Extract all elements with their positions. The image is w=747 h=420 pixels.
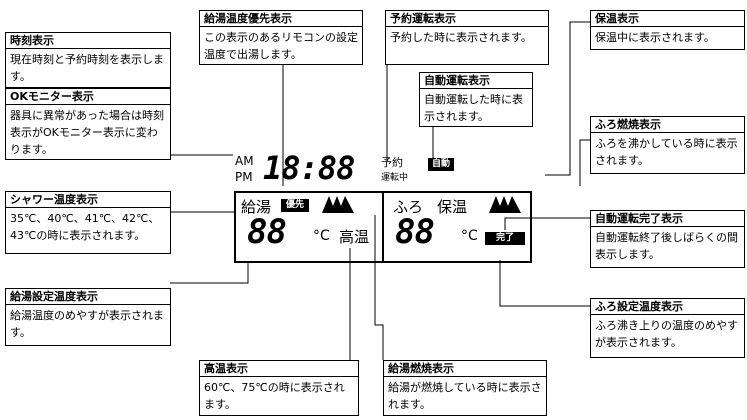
callout-clock-body: 現在時刻と予約時刻を表示します。 [10, 53, 164, 83]
callout-auto-complete-title: 自動運転完了表示 [591, 211, 744, 227]
callout-ok-monitor-title: OKモニター表示 [6, 89, 170, 105]
am-label: AM [235, 154, 254, 168]
koon-label: 高温 [339, 228, 370, 246]
callout-reservation-body: 予約した時に表示されます。 [390, 31, 532, 44]
callout-supply-temp-setting-title: 給湯設定温度表示 [6, 289, 170, 305]
callout-high-temp: 高温表示 60℃、75℃の時に表示されます。 [199, 360, 359, 416]
bath-unit: °C [461, 228, 478, 244]
lcd-frame [234, 191, 532, 263]
callout-shower-title: シャワー温度表示 [6, 192, 170, 208]
callout-clock: 時刻表示 現在時刻と予約時刻を表示します。 [5, 32, 171, 88]
callout-auto-run-body: 自動運転した時に表示されます。 [424, 93, 523, 123]
callout-auto-complete-body: 自動運転終了後しばらくの間表示します。 [595, 231, 738, 261]
furo-label: ふろ [393, 198, 424, 216]
callout-auto-run: 自動運転表示 自動運転した時に表示されます。 [419, 72, 533, 127]
callout-bath-temp-setting-body: ふろ沸き上りの温度のめやすが表示されます。 [595, 319, 738, 349]
lcd-display: AM PM 18:88 予約 運転中 自動 給湯 優先 88 °C 高温 ふろ … [233, 150, 533, 265]
pm-label: PM [235, 170, 253, 184]
callout-supply-temp-setting: 給湯設定温度表示 給湯温度のめやすが表示されます。 [5, 288, 171, 346]
bath-burner-icon [489, 196, 521, 213]
time-digits: 18:88 [263, 149, 355, 187]
callout-keep-warm-body: 保温中に表示されます。 [595, 31, 715, 44]
yusen-badge: 優先 [281, 199, 309, 212]
callout-high-temp-title: 高温表示 [200, 361, 358, 377]
callout-clock-title: 時刻表示 [6, 33, 170, 49]
callout-supply-priority-body: この表示のあるリモコンの設定温度で出湯します。 [204, 31, 358, 61]
callout-shower-body: 35℃、40℃、41℃、42℃、43℃の時に表示されます。 [10, 212, 160, 242]
supply-temp-digits: 88 [247, 212, 287, 252]
complete-badge: 完了 [485, 232, 525, 245]
callout-shower: シャワー温度表示 35℃、40℃、41℃、42℃、43℃の時に表示されます。 [5, 191, 171, 254]
callout-keep-warm: 保温表示 保温中に表示されます。 [590, 10, 745, 50]
callout-supply-temp-setting-body: 給湯温度のめやすが表示されます。 [10, 309, 164, 339]
kyuto-label: 給湯 [241, 198, 272, 216]
unten-chu-label: 運転中 [381, 173, 409, 183]
callout-reservation-title: 予約運転表示 [386, 11, 548, 27]
callout-auto-run-title: 自動運転表示 [420, 73, 532, 89]
callout-reservation: 予約運転表示 予約した時に表示されます。 [385, 10, 549, 65]
supply-unit: °C [313, 228, 330, 244]
callout-ok-monitor-body: 器具に異常があった場合は時刻表示がOKモニター表示に変わります。 [10, 109, 164, 156]
callout-bath-temp-setting-title: ふろ設定温度表示 [591, 299, 744, 315]
callout-high-temp-body: 60℃、75℃の時に表示されます。 [204, 381, 345, 411]
callout-ok-monitor: OKモニター表示 器具に異常があった場合は時刻表示がOKモニター表示に変わります… [5, 88, 171, 160]
callout-bath-burning-body: ふろを沸かしている時に表示されます。 [595, 137, 738, 167]
bath-temp-digits: 88 [395, 212, 435, 252]
callout-supply-burning-title: 給湯燃焼表示 [384, 361, 546, 377]
callout-supply-priority: 給湯温度優先表示 この表示のあるリモコンの設定温度で出湯します。 [199, 10, 363, 65]
callout-bath-burning: ふろ燃焼表示 ふろを沸かしている時に表示されます。 [590, 116, 745, 174]
auto-badge: 自動 [428, 158, 454, 171]
callout-bath-temp-setting: ふろ設定温度表示 ふろ沸き上りの温度のめやすが表示されます。 [590, 298, 745, 358]
callout-auto-complete: 自動運転完了表示 自動運転終了後しばらくの間表示します。 [590, 210, 745, 268]
hoon-label: 保温 [437, 198, 468, 216]
supply-burner-icon [322, 196, 354, 213]
callout-supply-priority-title: 給湯温度優先表示 [200, 11, 362, 27]
yoyaku-label: 予約 [381, 156, 403, 169]
callout-bath-burning-title: ふろ燃焼表示 [591, 117, 744, 133]
callout-keep-warm-title: 保温表示 [591, 11, 744, 27]
callout-supply-burning-body: 給湯が燃焼している時に表示されます。 [388, 381, 542, 411]
callout-supply-burning: 給湯燃焼表示 給湯が燃焼している時に表示されます。 [383, 360, 547, 416]
